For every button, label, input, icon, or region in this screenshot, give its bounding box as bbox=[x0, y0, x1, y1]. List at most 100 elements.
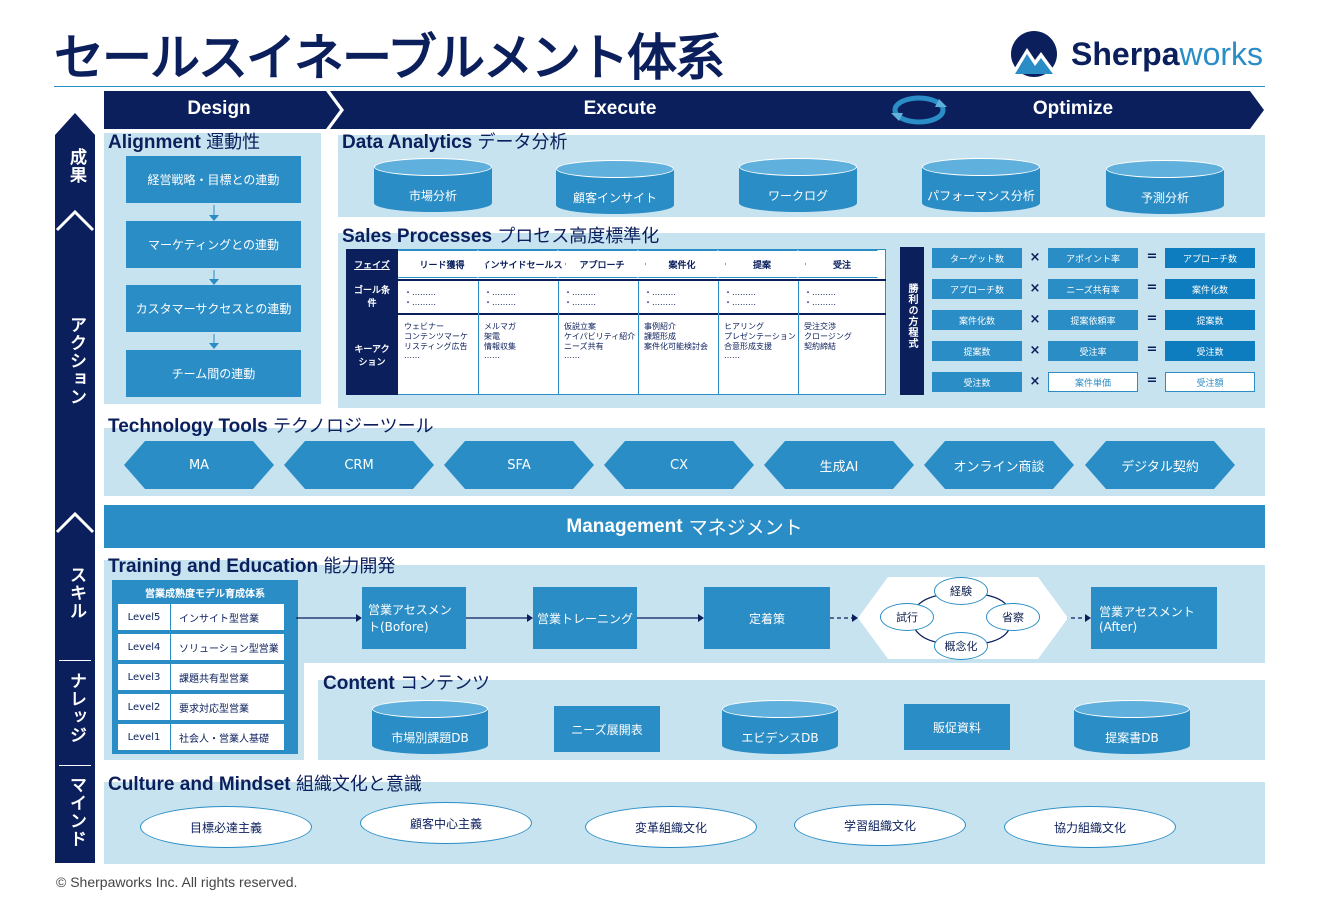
level-description: 課題共有型営業 bbox=[179, 673, 249, 685]
training-title: Training and Education 能力開発 bbox=[108, 556, 396, 577]
goal-label: ゴール条件 bbox=[353, 286, 390, 309]
content-cylinder-1: 市場別課題DB bbox=[372, 700, 488, 754]
phase-arrow-bar bbox=[104, 91, 1264, 129]
key-action-item: クロージング bbox=[804, 332, 852, 341]
alignment-item-2: マーケティングとの連動 bbox=[126, 221, 301, 268]
process-phase-3: アプローチ bbox=[558, 250, 646, 278]
side-divider-2 bbox=[59, 765, 91, 766]
side-chevron-1 bbox=[55, 209, 95, 232]
key-action-item: 情報収集 bbox=[484, 342, 516, 351]
alignment-title: Alignment 運動性 bbox=[108, 132, 261, 153]
process-phase-1: リード獲得 bbox=[398, 250, 486, 278]
key-action-item: 合意形成支援 bbox=[724, 342, 772, 351]
goal-placeholder: ・……… bbox=[804, 288, 836, 297]
sales-title: Sales Processes プロセス高度標準化 bbox=[342, 226, 660, 247]
step-retention: 定着策 bbox=[704, 587, 830, 649]
equation-term-5-3: 受注額 bbox=[1165, 372, 1255, 392]
analytics-title: Data Analytics データ分析 bbox=[342, 132, 568, 153]
equation-term-2-2: ニーズ共有率 bbox=[1048, 279, 1138, 299]
side-label-action: アクション bbox=[66, 316, 86, 406]
page-title: セールスイネーブルメント体系 bbox=[54, 29, 725, 87]
side-label-skill: スキル bbox=[66, 566, 86, 620]
cycle-conceptualization: 概念化 bbox=[934, 632, 988, 660]
equation-term-1-3: アプローチ数 bbox=[1165, 248, 1255, 268]
level-name: Level4 bbox=[118, 634, 171, 660]
alignment-item-4: チーム間の連動 bbox=[126, 350, 301, 397]
key-action-item: …… bbox=[724, 351, 740, 360]
side-chevron-2 bbox=[55, 511, 95, 534]
level-name: Level5 bbox=[118, 604, 171, 630]
content-title: Content コンテンツ bbox=[323, 673, 491, 694]
tool-ma: MA bbox=[124, 441, 274, 489]
tool-sfa: SFA bbox=[444, 441, 594, 489]
tech-title: Technology Tools テクノロジーツール bbox=[108, 416, 434, 437]
goal-placeholder: ・……… bbox=[404, 288, 436, 297]
equation-label-box bbox=[900, 247, 924, 395]
equals-operator: = bbox=[1146, 342, 1158, 357]
key-action-item: プレゼンテーション bbox=[724, 332, 796, 341]
equation-term-2-1: アプローチ数 bbox=[932, 279, 1022, 299]
key-action-item: …… bbox=[484, 351, 500, 360]
goal-placeholder: ・……… bbox=[644, 298, 676, 307]
content-gap bbox=[304, 663, 1265, 680]
level-name: Level1 bbox=[118, 724, 171, 750]
side-divider-1 bbox=[59, 660, 91, 661]
content-cylinder-5: 提案書DB bbox=[1074, 700, 1190, 754]
step-assessment-before: 営業アセスメント(Bofore) bbox=[362, 587, 466, 649]
culture-item-1: 目標必達主義 bbox=[140, 806, 312, 848]
equals-operator: = bbox=[1146, 311, 1158, 326]
side-label-seika: 成果 bbox=[66, 148, 86, 184]
side-label-knowledge: ナレッジ bbox=[66, 672, 86, 744]
goal-placeholder: ・……… bbox=[564, 298, 596, 307]
goal-placeholder: ・……… bbox=[564, 288, 596, 297]
equation-term-5-1: 受注数 bbox=[932, 372, 1022, 392]
key-action-label: キーアクション bbox=[354, 345, 390, 368]
key-action-item: ヒアリング bbox=[724, 322, 764, 331]
goal-placeholder: ・……… bbox=[724, 298, 756, 307]
step-training: 営業トレーニング bbox=[533, 587, 637, 649]
tool-crm: CRM bbox=[284, 441, 434, 489]
alignment-item-3: カスタマーサクセスとの連動 bbox=[126, 285, 301, 332]
analytics-cylinder-2: 顧客インサイト bbox=[556, 160, 674, 214]
process-row-line-2 bbox=[346, 313, 886, 315]
maturity-model-title: 営業成熟度モデル育成体系 bbox=[145, 589, 265, 600]
logo-text-works: works bbox=[1179, 36, 1264, 72]
logo-text-sherpa: Sherpa bbox=[1071, 36, 1180, 72]
process-phase-6: 受注 bbox=[798, 250, 886, 278]
key-action-item: ウェビナー bbox=[404, 322, 444, 331]
times-operator: × bbox=[1029, 250, 1041, 265]
process-label-column bbox=[346, 249, 398, 395]
analytics-cylinder-5: 予測分析 bbox=[1106, 160, 1224, 214]
process-row-line-1 bbox=[346, 279, 886, 281]
content-gap-left bbox=[304, 663, 318, 763]
equals-operator: = bbox=[1146, 249, 1158, 264]
key-action-item: 案件化可能検討会 bbox=[644, 342, 708, 351]
phase-design: Design bbox=[187, 98, 251, 119]
cycle-experience: 経験 bbox=[934, 577, 988, 605]
phase-execute: Execute bbox=[583, 98, 657, 119]
management-bar: Management マネジメント bbox=[104, 505, 1265, 548]
key-action-item: メルマガ bbox=[484, 322, 516, 331]
mountain-logo-icon bbox=[1011, 31, 1057, 77]
header-divider bbox=[54, 86, 1265, 87]
key-action-item: 契約締結 bbox=[804, 342, 836, 351]
process-col-divider bbox=[558, 281, 559, 394]
culture-item-5: 協力組織文化 bbox=[1004, 806, 1176, 848]
equals-operator: = bbox=[1146, 373, 1158, 388]
equation-term-2-3: 案件化数 bbox=[1165, 279, 1255, 299]
sherpaworks-logo: Sherpaworks bbox=[1005, 30, 1265, 78]
training-arrows bbox=[296, 614, 1091, 622]
equation-term-3-2: 提案依頼率 bbox=[1048, 310, 1138, 330]
cycle-reflection: 省察 bbox=[986, 603, 1040, 631]
tool-online-meeting: オンライン商談 bbox=[924, 441, 1074, 489]
equation-term-3-1: 案件化数 bbox=[932, 310, 1022, 330]
goal-placeholder: ・……… bbox=[484, 288, 516, 297]
goal-placeholder: ・……… bbox=[804, 298, 836, 307]
equation-term-5-2: 案件単価 bbox=[1048, 372, 1138, 392]
process-phase-4: 案件化 bbox=[638, 250, 726, 278]
analytics-cylinder-1: 市場分析 bbox=[374, 158, 492, 212]
goal-placeholder: ・……… bbox=[484, 298, 516, 307]
phase-header-label: フェイズ bbox=[354, 261, 390, 271]
tool-genai: 生成AI bbox=[764, 441, 914, 489]
